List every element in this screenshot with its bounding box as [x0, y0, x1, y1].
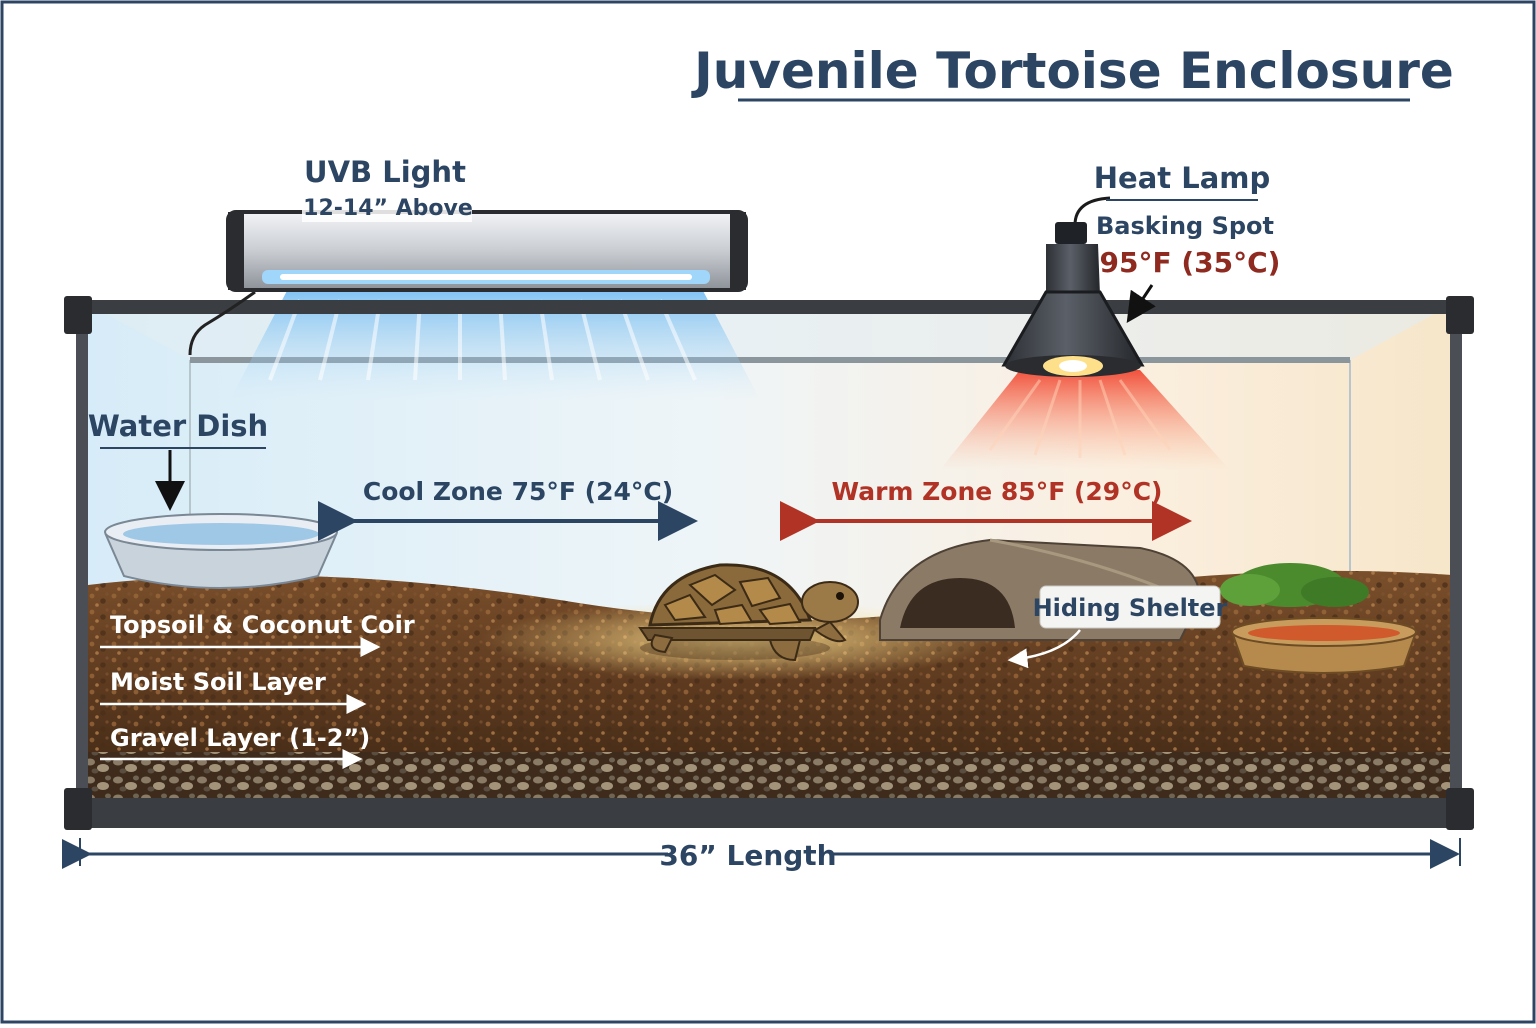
uvb-light [188, 210, 748, 356]
uvb-distance-label: 12-14” Above [303, 196, 473, 221]
length-label: 36” Length [659, 839, 836, 872]
page-title: Juvenile Tortoise Enclosure [691, 42, 1454, 100]
water-dish-label: Water Dish [88, 409, 268, 443]
basking-spot-label: Basking Spot [1096, 212, 1274, 240]
tank-frame [64, 296, 1474, 830]
heat-beams [940, 370, 1230, 470]
basking-temperature-label: 95°F (35°C) [1100, 246, 1281, 279]
hiding-shelter-label: Hiding Shelter [1033, 594, 1228, 622]
basking-arrow [1126, 284, 1156, 323]
heat-lamp [1001, 196, 1145, 377]
hiding-shelter-label-box [1039, 585, 1221, 629]
length-dimension: 36” Length [62, 838, 1461, 872]
layer-label-moist-soil: Moist Soil Layer [110, 668, 326, 696]
cool-zone-label: Cool Zone 75°F (24°C) [363, 477, 673, 506]
food-dish [1220, 563, 1418, 674]
layer-label-topsoil: Topsoil & Coconut Coir [110, 611, 415, 639]
tortoise [638, 563, 859, 662]
hiding-shelter-arrow [1007, 629, 1081, 669]
uvb-cord [188, 290, 256, 356]
water-dish [104, 513, 338, 589]
tank [80, 285, 1460, 800]
warm-zone-label: Warm Zone 85°F (29°C) [832, 477, 1163, 506]
heat-lamp-label: Heat Lamp [1094, 161, 1271, 195]
heat-lamp-cord [1073, 196, 1111, 226]
uvb-label: UVB Light [304, 155, 466, 189]
uvb-distance-bg [302, 194, 472, 222]
layer-label-gravel: Gravel Layer (1-2”) [110, 724, 370, 752]
layer-labels: Topsoil & Coconut Coir Moist Soil Layer … [100, 611, 415, 769]
